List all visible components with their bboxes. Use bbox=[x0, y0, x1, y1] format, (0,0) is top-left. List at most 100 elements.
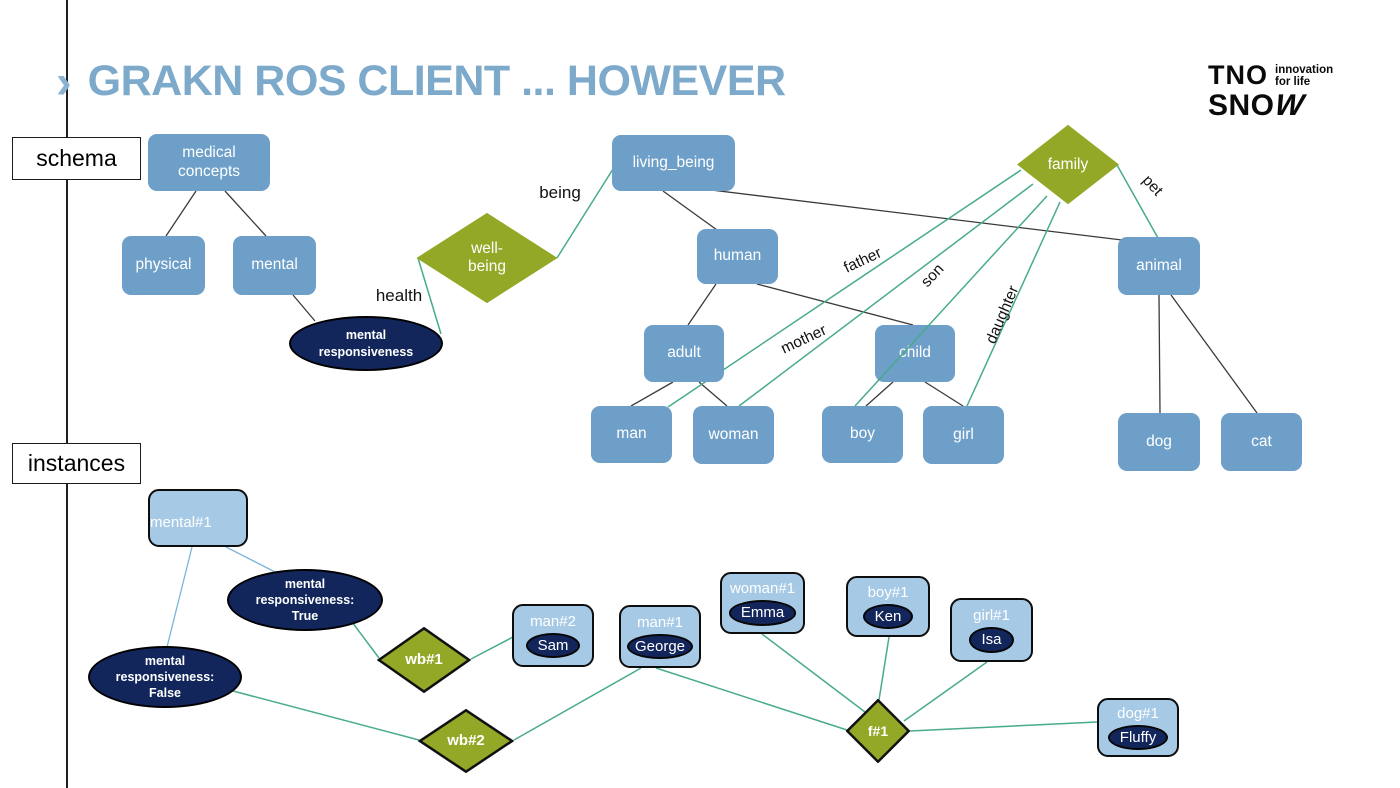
edge-mental1-mrfalse bbox=[166, 546, 193, 648]
instance-woman1: woman#1 Emma bbox=[720, 572, 805, 634]
schema-section-label: schema bbox=[12, 137, 141, 180]
instance-man1: man#1 George bbox=[619, 605, 701, 668]
relation-label: family bbox=[1047, 155, 1089, 173]
edge-f1-dog1 bbox=[909, 721, 1098, 732]
entity-label: girl bbox=[953, 425, 974, 443]
entity-animal: animal bbox=[1118, 237, 1200, 295]
attribute-instance-label: mental responsiveness: False bbox=[115, 653, 215, 701]
instance-label: woman#1 bbox=[729, 580, 796, 598]
instance-girl1: girl#1 Isa bbox=[950, 598, 1033, 662]
instance-label: man#2 bbox=[530, 612, 576, 630]
tagline-line1: innovation bbox=[1275, 64, 1334, 76]
instance-man2: man#2 Sam bbox=[512, 604, 594, 667]
edge-child-girl bbox=[924, 381, 964, 407]
diamond-shape bbox=[418, 709, 514, 773]
tagline-line2: for life bbox=[1275, 76, 1311, 89]
attribute-value-emma: Emma bbox=[728, 600, 797, 626]
instance-mental1: mental#1 bbox=[148, 489, 248, 547]
entity-label: animal bbox=[1136, 256, 1182, 274]
attribute-label: mental responsiveness bbox=[318, 328, 414, 359]
instance-boy1: boy#1 Ken bbox=[846, 576, 930, 637]
relation-instance-label: wb#2 bbox=[447, 732, 485, 750]
edge-animal-cat bbox=[1170, 294, 1258, 414]
instance-label: dog#1 bbox=[1117, 704, 1159, 722]
relation-instance-wb1: wb#1 bbox=[377, 627, 471, 693]
snow-w-glyph: W bbox=[1269, 89, 1309, 123]
edge-mrtrue-wb1 bbox=[351, 621, 380, 659]
entity-label: man bbox=[616, 425, 647, 443]
diamond-shape bbox=[1017, 124, 1119, 205]
edge-girl1-f1 bbox=[903, 661, 988, 722]
instance-label: man#1 bbox=[637, 613, 683, 631]
edge-livingbeing-human bbox=[662, 190, 718, 231]
diamond-shape bbox=[846, 699, 910, 763]
title-chevron-icon: › bbox=[56, 55, 72, 108]
entity-label: medical concepts bbox=[177, 143, 241, 180]
attribute-value-fluffy: Fluffy bbox=[1107, 724, 1169, 751]
entity-physical: physical bbox=[122, 236, 205, 295]
relation-instance-f1: f#1 bbox=[846, 699, 910, 763]
instances-label-text: instances bbox=[27, 450, 126, 476]
entity-label: adult bbox=[667, 344, 701, 362]
entity-living-being: living_being bbox=[612, 135, 735, 191]
page-title: GRAKN ROS CLIENT ... HOWEVER bbox=[87, 57, 786, 105]
attribute-mental-responsiveness: mental responsiveness bbox=[289, 316, 443, 371]
relation-label: well-being bbox=[468, 240, 506, 275]
schema-label-text: schema bbox=[36, 145, 117, 171]
tno-wordmark: TNO bbox=[1208, 60, 1268, 90]
edge-man1-f1 bbox=[655, 667, 848, 731]
tno-tagline: innovation for life bbox=[1275, 64, 1333, 88]
attribute-edges bbox=[166, 546, 278, 648]
attribute-value-isa: Isa bbox=[969, 627, 1014, 653]
relation-instance-wb2: wb#2 bbox=[418, 709, 514, 773]
entity-man: man bbox=[591, 406, 672, 463]
snow-text: SNO bbox=[1208, 89, 1275, 123]
edge-animal-dog bbox=[1158, 294, 1161, 414]
entity-label: boy bbox=[850, 425, 875, 443]
edge-child-boy bbox=[865, 381, 894, 407]
entity-girl: girl bbox=[923, 406, 1004, 464]
diamond-shape bbox=[377, 627, 471, 693]
snow-wordmark: SNOW bbox=[1208, 89, 1333, 123]
relation-instance-label: f#1 bbox=[867, 722, 889, 739]
attribute-instance-label: mental responsiveness: True bbox=[255, 576, 355, 624]
edge-mental1-mrtrue bbox=[225, 546, 278, 574]
instance-dog1: dog#1 Fluffy bbox=[1097, 698, 1179, 757]
attribute-value-ken: Ken bbox=[862, 603, 914, 630]
edge-family-animal-pet bbox=[1116, 164, 1159, 239]
edge-human-child bbox=[756, 283, 914, 326]
slide-left-rule bbox=[66, 0, 68, 788]
entity-cat: cat bbox=[1221, 413, 1302, 471]
entity-boy: boy bbox=[822, 406, 903, 463]
attribute-instance-mr-true: mental responsiveness: True bbox=[227, 569, 383, 631]
edge-wellbeing-livingbeing bbox=[556, 168, 614, 259]
edge-wb1-man2 bbox=[470, 636, 514, 660]
entity-label: cat bbox=[1251, 432, 1272, 450]
edge-human-adult bbox=[687, 283, 717, 326]
entity-dog: dog bbox=[1118, 413, 1200, 471]
instance-label: mental#1 bbox=[150, 514, 212, 531]
edge-mrfalse-wb2 bbox=[232, 690, 420, 741]
entity-label: child bbox=[899, 344, 931, 362]
instances-section-label: instances bbox=[12, 443, 141, 484]
entity-mental: mental bbox=[233, 236, 316, 295]
edge-wellbeing-mentalresponsiveness bbox=[417, 257, 442, 335]
entity-label: mental bbox=[251, 256, 298, 274]
attribute-value-sam: Sam bbox=[525, 632, 581, 659]
attribute-value-george: George bbox=[626, 633, 694, 660]
entity-child: child bbox=[875, 325, 955, 382]
edge-boy1-f1 bbox=[878, 636, 890, 701]
instance-label: girl#1 bbox=[973, 607, 1010, 625]
edge-adult-woman bbox=[698, 381, 728, 407]
edge-medicalconcepts-mental bbox=[224, 190, 267, 237]
relation-family: family bbox=[1016, 124, 1120, 205]
title-bar: › GRAKN ROS CLIENT ... HOWEVER bbox=[56, 58, 786, 105]
entity-medical-concepts: medical concepts bbox=[148, 134, 270, 191]
edge-label-being: being bbox=[539, 183, 581, 202]
entity-label: physical bbox=[135, 256, 192, 274]
edge-wb2-man1 bbox=[513, 667, 642, 741]
diamond-shape bbox=[416, 212, 558, 304]
attribute-instance-mr-false: mental responsiveness: False bbox=[88, 646, 242, 708]
edge-medicalconcepts-physical bbox=[165, 190, 197, 237]
